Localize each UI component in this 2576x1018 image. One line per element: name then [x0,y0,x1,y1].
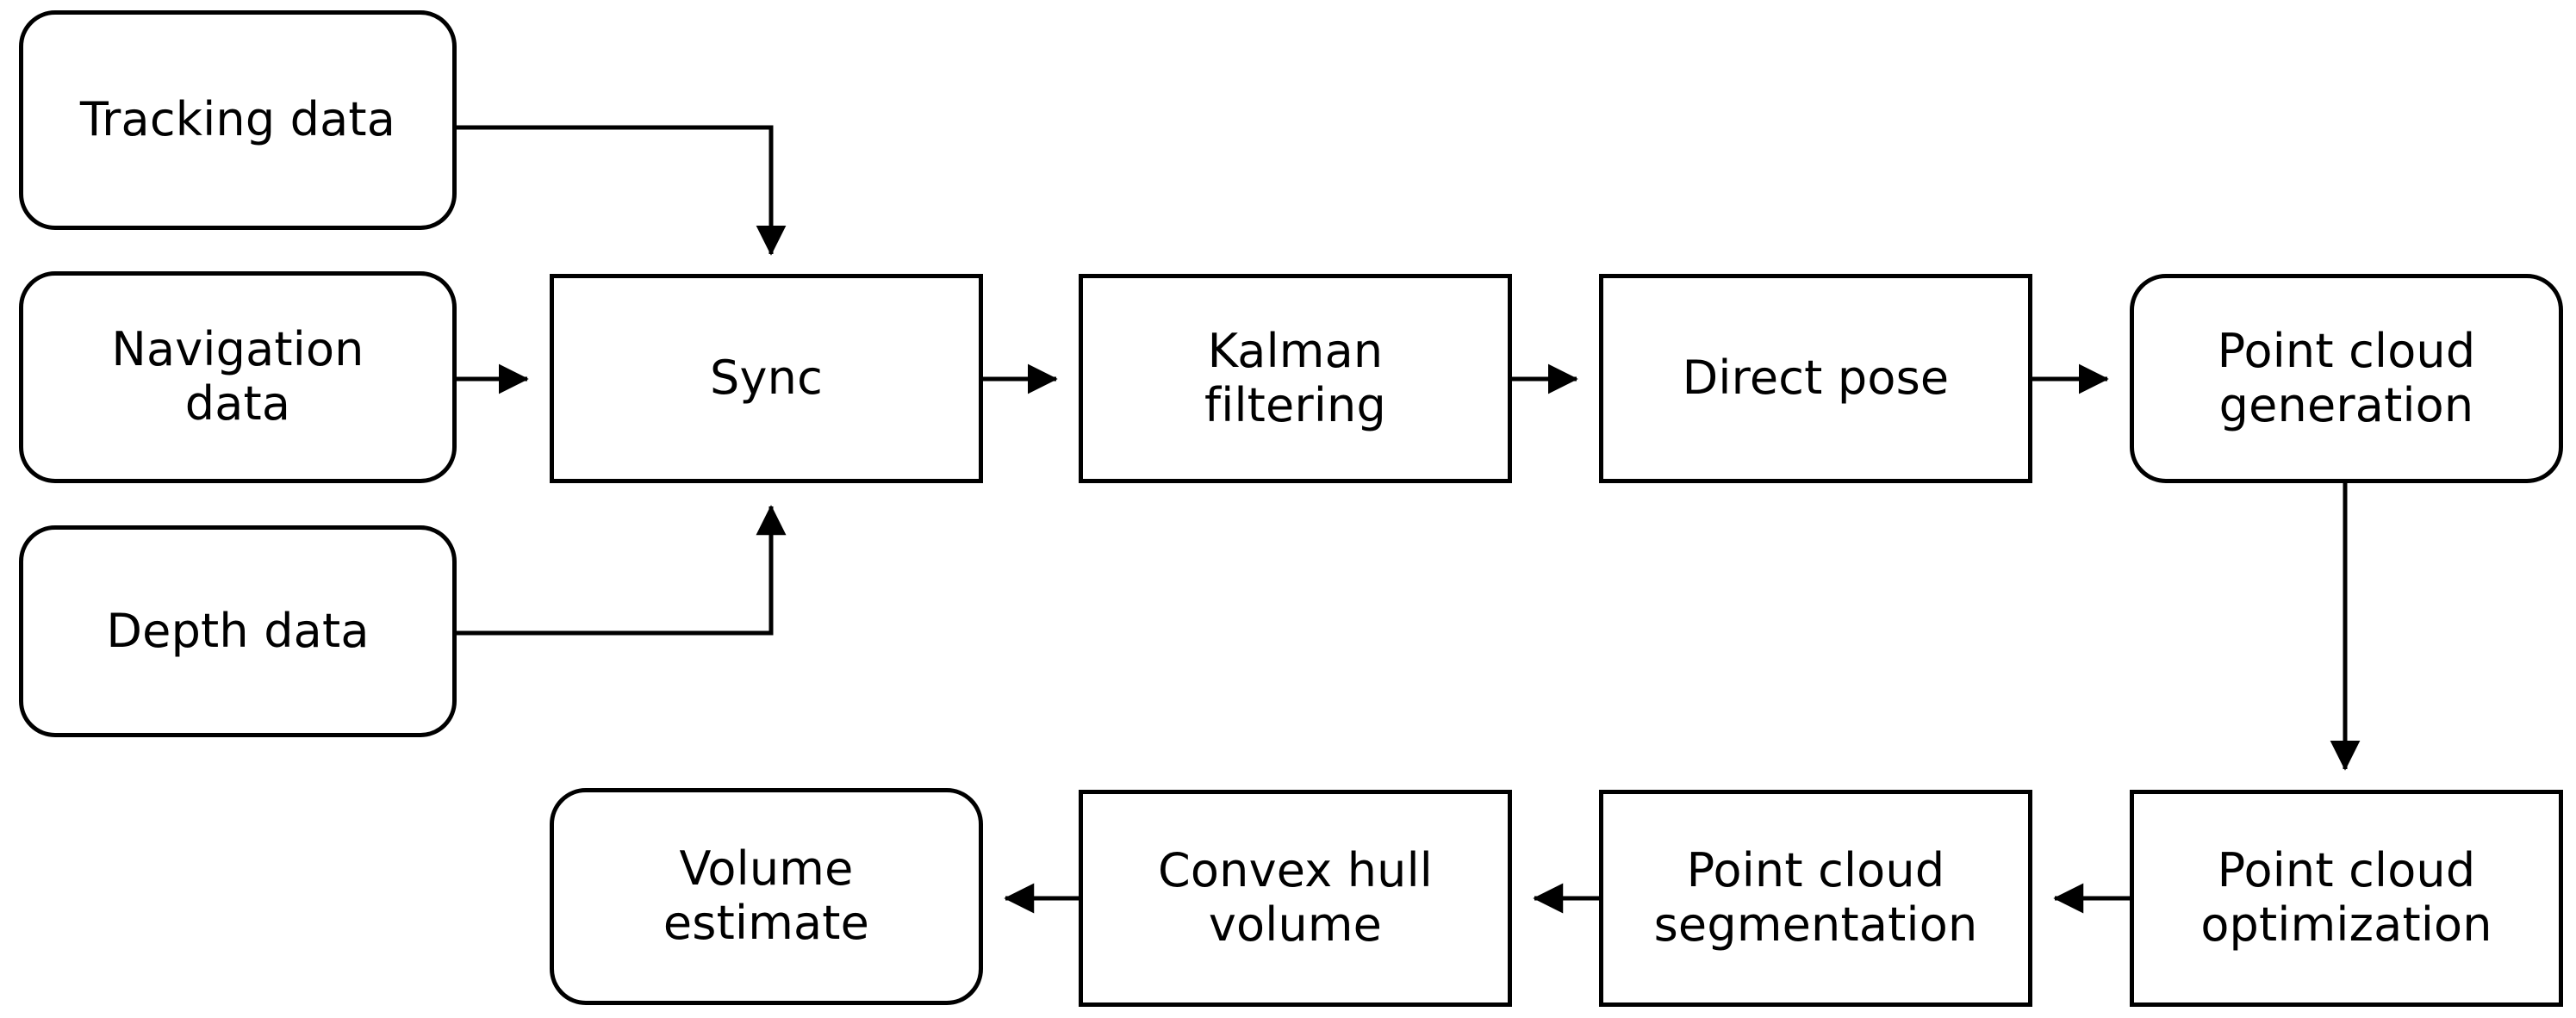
node-label: Direct pose [1682,351,1950,406]
node-volume-estimate[interactable]: Volume estimate [550,788,983,1005]
node-direct-pose[interactable]: Direct pose [1599,274,2032,483]
node-label: Tracking data [79,92,396,147]
node-kalman-filtering[interactable]: Kalman filtering [1079,274,1512,483]
edge-tracking-to-sync [457,125,787,256]
node-convex-hull-volume[interactable]: Convex hull volume [1079,790,1512,1007]
node-label: Depth data [106,603,370,658]
edge-depth-to-sync [457,505,787,636]
node-label: Convex hull volume [1158,843,1433,952]
node-sync[interactable]: Sync [550,274,983,483]
node-depth-data[interactable]: Depth data [19,525,457,737]
node-tracking-data[interactable]: Tracking data [19,10,457,230]
node-label: Sync [710,351,823,406]
node-label: Point cloud generation [2217,323,2476,432]
node-label: Point cloud optimization [2200,843,2492,952]
node-label: Volume estimate [663,841,870,950]
node-label: Kalman filtering [1204,323,1386,432]
node-label: Point cloud segmentation [1653,843,1978,952]
node-point-cloud-segmentation[interactable]: Point cloud segmentation [1599,790,2032,1007]
node-label: Navigation data [111,322,364,431]
node-point-cloud-generation[interactable]: Point cloud generation [2130,274,2563,483]
node-navigation-data[interactable]: Navigation data [19,271,457,483]
node-point-cloud-optimization[interactable]: Point cloud optimization [2130,790,2563,1007]
